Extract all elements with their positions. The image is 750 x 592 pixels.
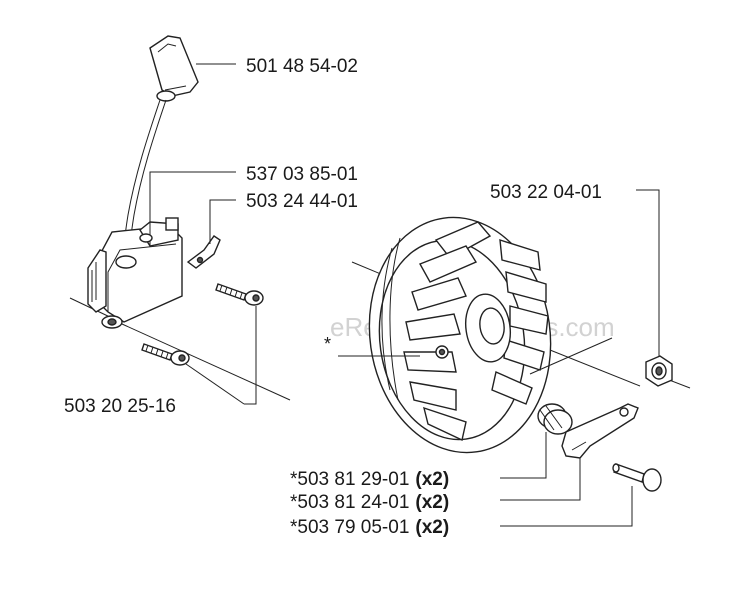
axis-line-left [69, 297, 113, 319]
label-flywheel-marker: * [324, 334, 331, 354]
ignition-module-group [69, 35, 291, 401]
pawl [561, 403, 639, 459]
leader-pin [500, 486, 633, 527]
label-pin: *503 79 05-01 (x2) [290, 517, 449, 538]
flywheel [368, 216, 552, 454]
label-pawl-prefix: * [290, 492, 298, 513]
label-pin-prefix: * [290, 517, 298, 538]
pin [612, 463, 662, 492]
label-spring-qty: (x2) [415, 469, 449, 490]
flywheel-group [351, 216, 691, 492]
screw-upper [215, 283, 264, 306]
spark-plug-cap [149, 35, 199, 102]
label-pawl-number: 503 81 24-01 [297, 492, 409, 513]
leader-spring [500, 432, 547, 479]
leader-lines [149, 63, 660, 527]
label-spring: *503 81 29-01 (x2) [290, 469, 449, 490]
label-pin-number: 503 79 05-01 [297, 517, 409, 538]
label-ignition-module: 537 03 85-01 [246, 164, 358, 185]
leader-axis-extra [529, 337, 613, 375]
label-pin-qty: (x2) [415, 517, 449, 538]
label-screws: 503 20 25-16 [64, 396, 176, 417]
leader-pawl [500, 458, 581, 501]
screw-lower [141, 343, 190, 366]
label-spark-plug-cap: 501 48 54-02 [246, 56, 358, 77]
terminal [186, 235, 221, 269]
nut [645, 355, 673, 387]
label-terminal: 503 24 44-01 [246, 191, 358, 212]
leader-screws-b [185, 363, 245, 405]
leader-terminal [209, 199, 236, 244]
leader-ignition-module [149, 171, 236, 232]
label-pawl-qty: (x2) [415, 492, 449, 513]
leader-screws-a [244, 306, 257, 405]
label-spring-number: 503 81 29-01 [297, 469, 409, 490]
ignition-module [87, 217, 183, 329]
spring [537, 403, 573, 435]
label-nut: 503 22 04-01 [490, 182, 602, 203]
leader-nut [636, 189, 660, 356]
label-pawl: *503 81 24-01 (x2) [290, 492, 449, 513]
label-spring-prefix: * [290, 469, 298, 490]
axis-line-lower [121, 323, 291, 401]
